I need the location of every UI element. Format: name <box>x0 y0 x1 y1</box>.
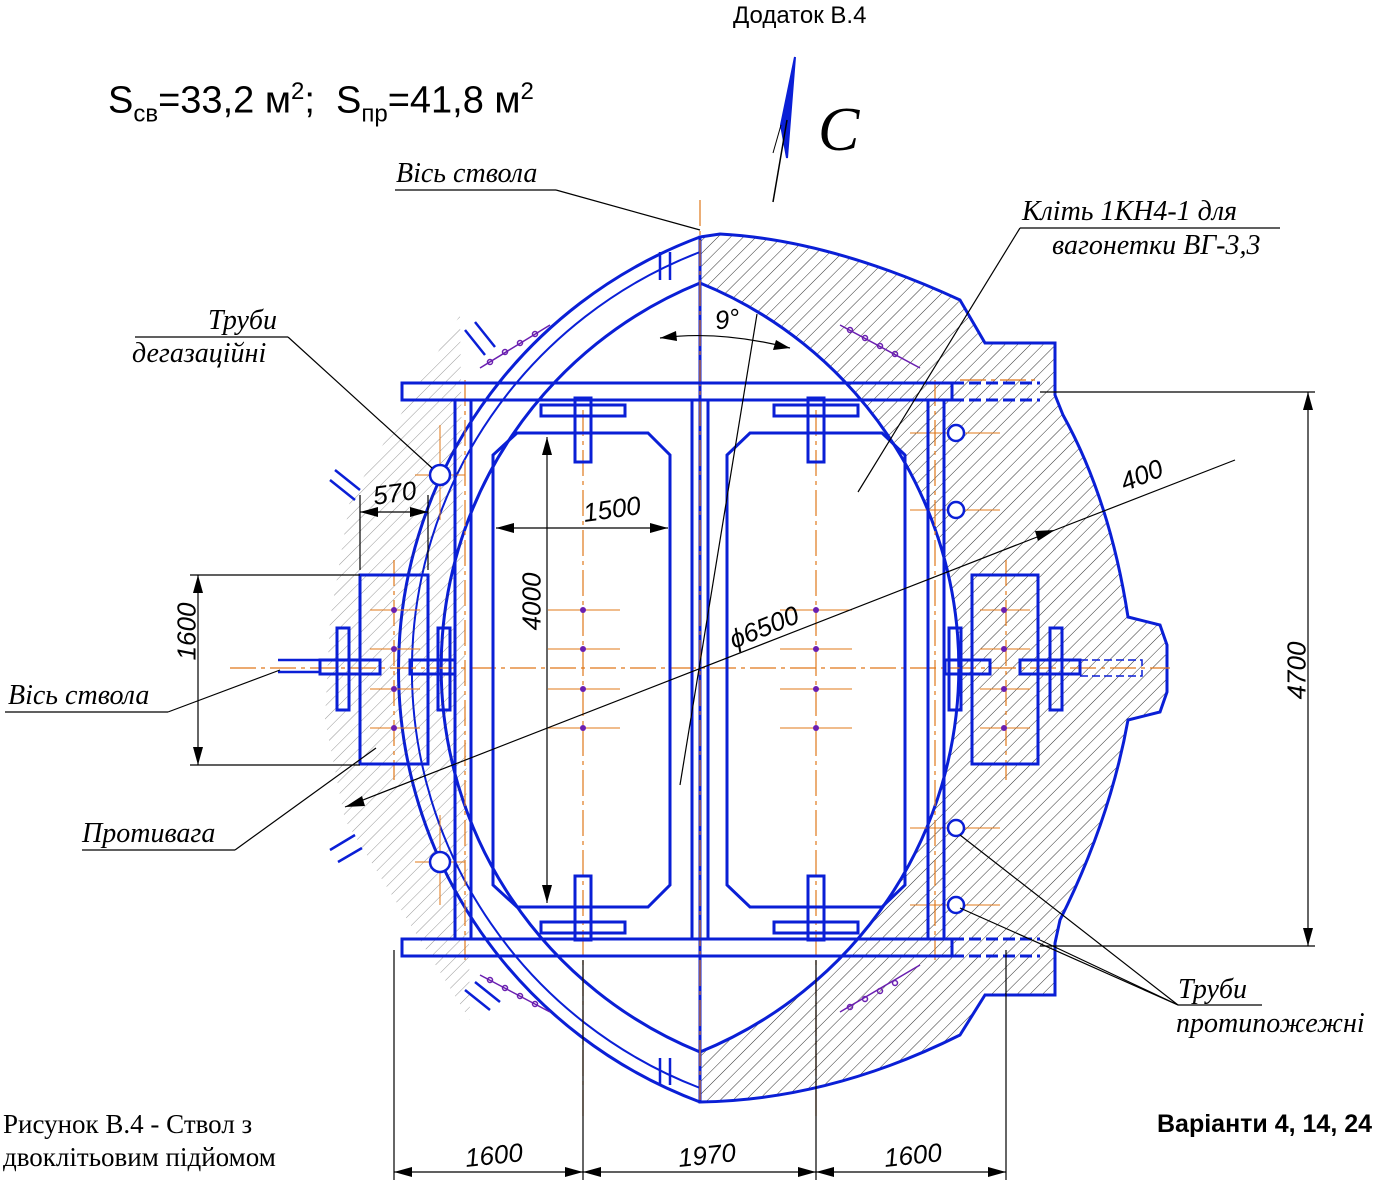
dimension-arrows <box>193 331 1313 1177</box>
s-sv-value: =33,2 м <box>158 79 291 122</box>
dimension-4700: 4700 <box>1281 641 1312 700</box>
s-sv-power: 2 <box>290 78 305 105</box>
counterweight-label: Противага <box>82 818 216 849</box>
formula-separator: ; <box>304 79 315 122</box>
counterweight-left <box>318 573 457 766</box>
angle-dimension: 9° <box>712 302 742 336</box>
guide-rope-markers <box>479 324 921 1013</box>
north-label: С <box>818 96 860 164</box>
axis-label-top: Вісь ствола <box>396 158 538 189</box>
concrete-lining-right <box>698 232 1169 1104</box>
lining-segment-joints <box>278 252 672 1085</box>
fire-pipes <box>946 423 966 915</box>
dimension-bottom-right: 1600 <box>882 1137 944 1173</box>
fire-pipes-label-line2: протипожежні <box>1176 1008 1365 1039</box>
degas-pipes-label-line1: Труби <box>208 305 278 336</box>
dimension-1600-left: 1600 <box>171 602 202 661</box>
s-pr-subscript: пр <box>361 100 388 128</box>
appendix-label: Додаток В.4 <box>733 2 867 29</box>
s-sv-symbol: S <box>108 79 134 122</box>
cage-label-line2: вагонетки ВГ-3,3 <box>1052 230 1261 261</box>
s-sv-subscript: св <box>133 100 159 128</box>
cage-label-line1: Кліть 1КН4-1 для <box>1022 196 1238 227</box>
s-pr-power: 2 <box>520 78 534 105</box>
dimension-570: 570 <box>371 475 419 511</box>
cage-left <box>491 431 672 909</box>
figure-caption: Рисунок В.4 - Ствол з двоклітьовим підйо… <box>3 1109 276 1172</box>
degas-pipes-label-line2: дегазаційні <box>132 338 267 369</box>
s-pr-symbol: S <box>336 79 362 122</box>
counterweight-bolts <box>391 607 1007 731</box>
dimension-lines <box>190 313 1315 1180</box>
niche-right <box>1079 659 1143 677</box>
north-arrow <box>772 56 796 203</box>
s-pr-value: =41,8 м <box>387 79 521 122</box>
dimension-bottom-mid: 1970 <box>676 1137 738 1173</box>
dimension-bottom-left: 1600 <box>463 1137 525 1173</box>
fire-pipes-label-line1: Труби <box>1178 974 1248 1005</box>
area-formula: Sсв=33,2 м2; Sпр=41,8 м2 <box>108 78 534 128</box>
degassing-pipes <box>428 463 452 874</box>
cage-guides <box>539 396 860 942</box>
dimension-4000: 4000 <box>516 572 547 631</box>
main-buntons <box>400 381 1040 958</box>
axis-label-left: Вісь ствола <box>8 680 150 711</box>
frame-posts <box>453 398 946 941</box>
variants-label: Варіанти 4, 14, 24 <box>1157 1110 1373 1138</box>
